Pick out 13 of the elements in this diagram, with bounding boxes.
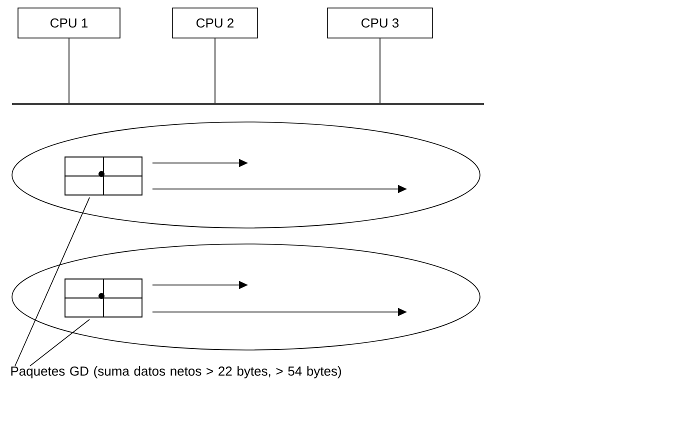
- packet-table: [64, 278, 143, 318]
- leader-line: [14, 197, 90, 366]
- cpu-box: CPU 3: [327, 8, 433, 38]
- connector-line: [68, 38, 70, 104]
- note-text: Paquetes GD (suma datos netos > 22 bytes, > 54 bytes): [11, 366, 342, 378]
- group-ellipse: [12, 244, 480, 350]
- packet-table: [64, 156, 143, 196]
- group-ellipse: [12, 122, 480, 228]
- cpu-box: CPU 2: [172, 8, 258, 38]
- leader-line: [30, 319, 90, 366]
- cpu-box: CPU 1: [18, 8, 120, 38]
- connector-line: [214, 38, 216, 104]
- bus-line: [12, 103, 484, 105]
